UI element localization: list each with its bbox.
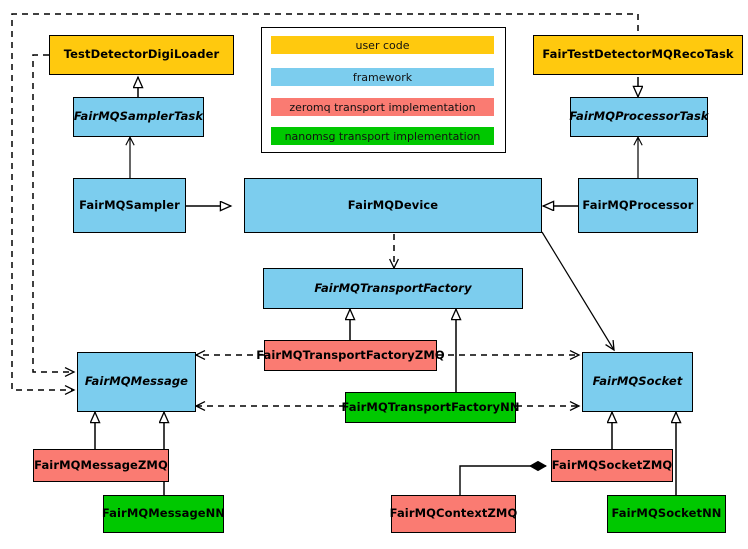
node-label: FairTestDetectorMQRecoTask xyxy=(542,47,734,62)
node-label: FairMQSocketNN xyxy=(611,506,722,521)
node-fairmqsocketzmq[interactable]: FairMQSocketZMQ xyxy=(551,449,673,482)
legend-item-nanomsg: nanomsg transport implementation xyxy=(271,127,494,145)
node-fairmqmessage[interactable]: FairMQMessage xyxy=(77,352,196,412)
node-label: FairMQSocket xyxy=(592,374,683,389)
legend-item-framework: framework xyxy=(271,68,494,86)
node-label: FairMQContextZMQ xyxy=(389,506,518,521)
edge-device-to-socket xyxy=(541,231,615,352)
node-label: FairMQMessage xyxy=(84,374,189,389)
edge-digiloader-to-message xyxy=(32,54,76,377)
node-fairmqsampler[interactable]: FairMQSampler xyxy=(73,178,186,233)
node-fairmqtransportfactorynn[interactable]: FairMQTransportFactoryNN xyxy=(341,392,519,423)
node-label: FairMQSocketZMQ xyxy=(551,457,673,472)
node-label: FairMQTransportFactory xyxy=(314,280,472,295)
node-fairmqdevice[interactable]: FairMQDevice xyxy=(244,178,542,233)
legend-item-user-code: user code xyxy=(271,36,494,54)
node-label: FairMQMessageZMQ xyxy=(34,457,168,472)
node-fairmqsamplertask[interactable]: FairMQSamplerTask xyxy=(73,97,204,137)
node-label: TestDetectorDigiLoader xyxy=(63,47,220,62)
node-label: FairMQSamplerTask xyxy=(73,109,204,124)
node-fairmqsocket[interactable]: FairMQSocket xyxy=(582,352,693,412)
node-fairmqprocessortask[interactable]: FairMQProcessorTask xyxy=(569,97,709,137)
node-label: FairMQProcessorTask xyxy=(569,109,709,124)
legend-panel: user code framework zeromq transport imp… xyxy=(261,27,506,153)
node-fairtestdetectormqrecotask[interactable]: FairTestDetectorMQRecoTask xyxy=(533,35,743,75)
legend-label: zeromq transport implementation xyxy=(289,100,476,114)
node-fairmqprocessor[interactable]: FairMQProcessor xyxy=(578,178,698,233)
node-fairmqsocketnn[interactable]: FairMQSocketNN xyxy=(607,495,726,533)
node-fairmqmessagezmq[interactable]: FairMQMessageZMQ xyxy=(33,449,169,482)
legend-label: nanomsg transport implementation xyxy=(284,129,481,143)
node-fairmqmessagenn[interactable]: FairMQMessageNN xyxy=(101,495,226,533)
node-fairmqtransportfactory[interactable]: FairMQTransportFactory xyxy=(263,268,523,309)
node-fairmqcontextzmq[interactable]: FairMQContextZMQ xyxy=(389,495,518,533)
legend-label: framework xyxy=(352,70,413,84)
node-label: FairMQMessageNN xyxy=(101,506,226,521)
node-label: FairMQDevice xyxy=(347,197,439,212)
node-fairmqtransportfactoryzmq[interactable]: FairMQTransportFactoryZMQ xyxy=(256,340,445,371)
node-label: FairMQSampler xyxy=(79,197,180,212)
node-label: FairMQProcessor xyxy=(582,197,694,212)
node-label: FairMQTransportFactoryZMQ xyxy=(256,347,445,362)
edge-contextzmq-to-socketzmq xyxy=(459,460,548,495)
node-label: FairMQTransportFactoryNN xyxy=(341,399,520,414)
legend-label: user code xyxy=(355,38,410,52)
node-testdetectordigiloader[interactable]: TestDetectorDigiLoader xyxy=(49,35,234,75)
legend-item-zeromq: zeromq transport implementation xyxy=(271,98,494,116)
